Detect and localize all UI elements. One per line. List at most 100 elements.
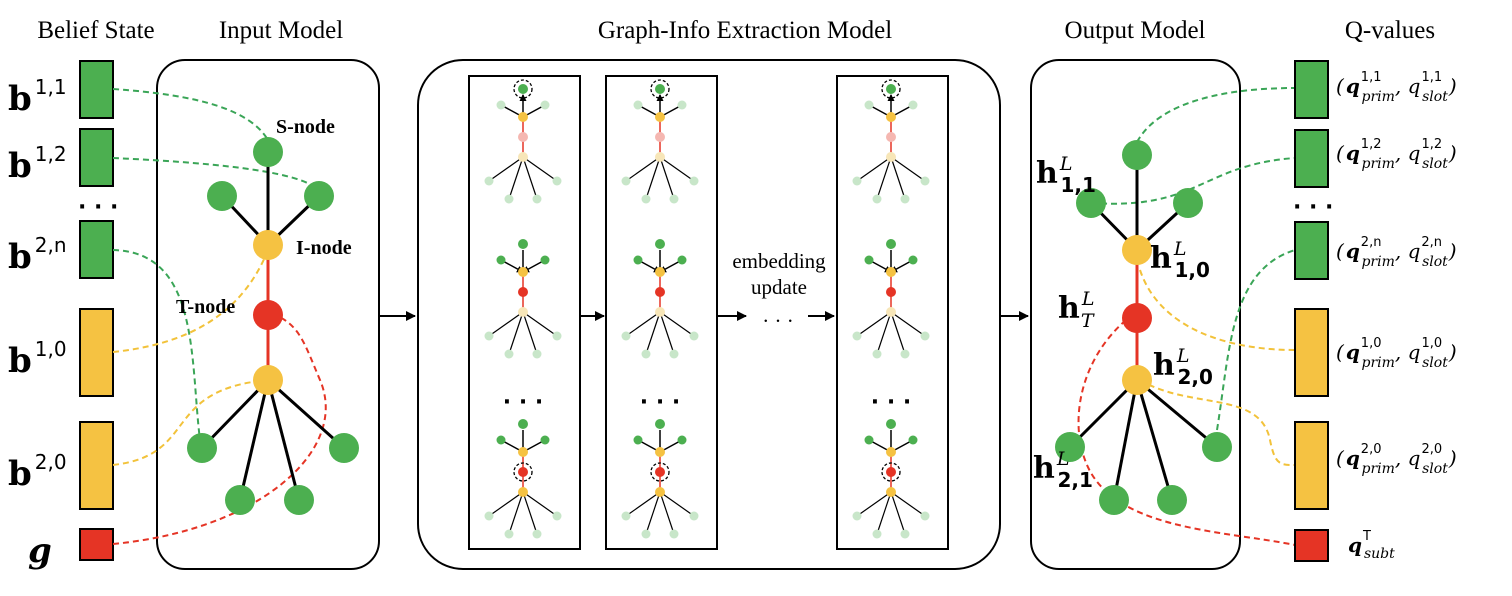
mini-t-node bbox=[655, 287, 665, 297]
output-model-box bbox=[1030, 59, 1241, 570]
belief-box-2-n bbox=[79, 220, 114, 279]
mini-i-node bbox=[886, 112, 896, 122]
mini-leaf-node bbox=[852, 331, 862, 341]
mini-t-node bbox=[518, 287, 528, 297]
edge bbox=[1135, 379, 1174, 501]
link-q11 bbox=[1136, 87, 1296, 143]
belief-ellipsis: · · · bbox=[78, 195, 118, 220]
mini-leaf-node bbox=[920, 176, 930, 186]
mini-i-node bbox=[518, 447, 528, 457]
mini-leaf-node bbox=[532, 349, 542, 359]
mini-leaf-node bbox=[484, 176, 494, 186]
mini-s-node bbox=[655, 239, 665, 249]
i-node-out-2 bbox=[1122, 365, 1152, 395]
mini-edge bbox=[890, 491, 906, 535]
mini-leaf-node bbox=[641, 194, 651, 204]
mini-edge bbox=[856, 156, 892, 182]
t-node-label: T-node bbox=[176, 296, 235, 318]
mini-leaf-node bbox=[621, 331, 631, 341]
mini-leaf-node bbox=[540, 100, 550, 110]
mini-edge bbox=[488, 491, 524, 517]
mini-focus-ring bbox=[650, 79, 670, 99]
link-q20 bbox=[1139, 379, 1296, 466]
mini-s-node bbox=[655, 84, 665, 94]
mini-edge bbox=[625, 491, 661, 517]
input-graph: S-node I-node T-node bbox=[112, 88, 359, 545]
i-node-2 bbox=[253, 365, 283, 395]
leaf-node-out bbox=[1076, 188, 1106, 218]
edge bbox=[238, 379, 270, 501]
leaf-node-out bbox=[1099, 485, 1129, 515]
mini-leaf-node bbox=[669, 349, 679, 359]
mini-edge bbox=[659, 491, 675, 535]
mini-focus-ring bbox=[881, 79, 901, 99]
mini-edge bbox=[890, 491, 926, 517]
extraction-model-box bbox=[417, 59, 1001, 570]
mini-s-node bbox=[518, 239, 528, 249]
leaf-node bbox=[329, 433, 359, 463]
i-node-label: I-node bbox=[296, 237, 352, 259]
header-extraction-model: Graph-Info Extraction Model bbox=[598, 17, 892, 44]
mini-leaf-node bbox=[504, 349, 514, 359]
mini-t-node bbox=[655, 467, 665, 477]
mini-leaf-node bbox=[864, 435, 874, 445]
mini-leaf-node bbox=[669, 529, 679, 539]
embedding-text: embedding bbox=[732, 249, 826, 273]
panel-ellipsis: · · · bbox=[640, 390, 680, 415]
mini-edge bbox=[488, 156, 524, 182]
mini-edge bbox=[856, 491, 892, 517]
mini-edge bbox=[645, 311, 661, 355]
mini-edge bbox=[890, 311, 906, 355]
mini-i-node bbox=[518, 112, 528, 122]
input-model-box bbox=[156, 59, 380, 570]
q-ellipsis: · · · bbox=[1293, 195, 1333, 220]
mini-edge bbox=[508, 311, 524, 355]
mini-leaf-node bbox=[852, 511, 862, 521]
q-box-2-0 bbox=[1294, 421, 1329, 510]
belief-box-2-0 bbox=[79, 421, 114, 510]
mini-i-node bbox=[518, 152, 528, 162]
mini-edge bbox=[890, 156, 926, 182]
mini-i-node bbox=[886, 267, 896, 277]
mini-i-node bbox=[655, 487, 665, 497]
mini-leaf-node bbox=[908, 100, 918, 110]
leaf-node bbox=[225, 485, 255, 515]
mini-leaf-node bbox=[496, 435, 506, 445]
mini-t-node bbox=[518, 467, 528, 477]
mini-leaf-node bbox=[900, 529, 910, 539]
mini-leaf-node bbox=[621, 511, 631, 521]
mini-leaf-node bbox=[689, 331, 699, 341]
mini-edge bbox=[522, 311, 538, 355]
mini-edge bbox=[645, 491, 661, 535]
link-q10 bbox=[1139, 269, 1296, 351]
mini-edge bbox=[856, 311, 892, 337]
mini-s-node bbox=[886, 239, 896, 249]
belief-box-1-2 bbox=[79, 128, 114, 187]
mini-leaf-node bbox=[689, 176, 699, 186]
middle-ellipsis: · · · bbox=[762, 309, 793, 333]
q-box-2-n bbox=[1294, 221, 1329, 280]
mini-t-node bbox=[886, 287, 896, 297]
mini-i-node bbox=[518, 267, 528, 277]
leaf-node-out bbox=[1202, 432, 1232, 462]
panel-ellipsis: · · · bbox=[871, 390, 911, 415]
extraction-panels: · · · · · · · · · bbox=[468, 75, 949, 550]
leaf-node bbox=[207, 181, 237, 211]
mini-edge bbox=[659, 156, 695, 182]
edge bbox=[266, 379, 301, 501]
mini-edge bbox=[659, 156, 675, 200]
mini-leaf-node bbox=[552, 176, 562, 186]
mini-t-node bbox=[886, 132, 896, 142]
mini-s-node bbox=[886, 84, 896, 94]
mini-leaf-node bbox=[669, 194, 679, 204]
mini-leaf-node bbox=[540, 435, 550, 445]
edge bbox=[1068, 378, 1139, 449]
